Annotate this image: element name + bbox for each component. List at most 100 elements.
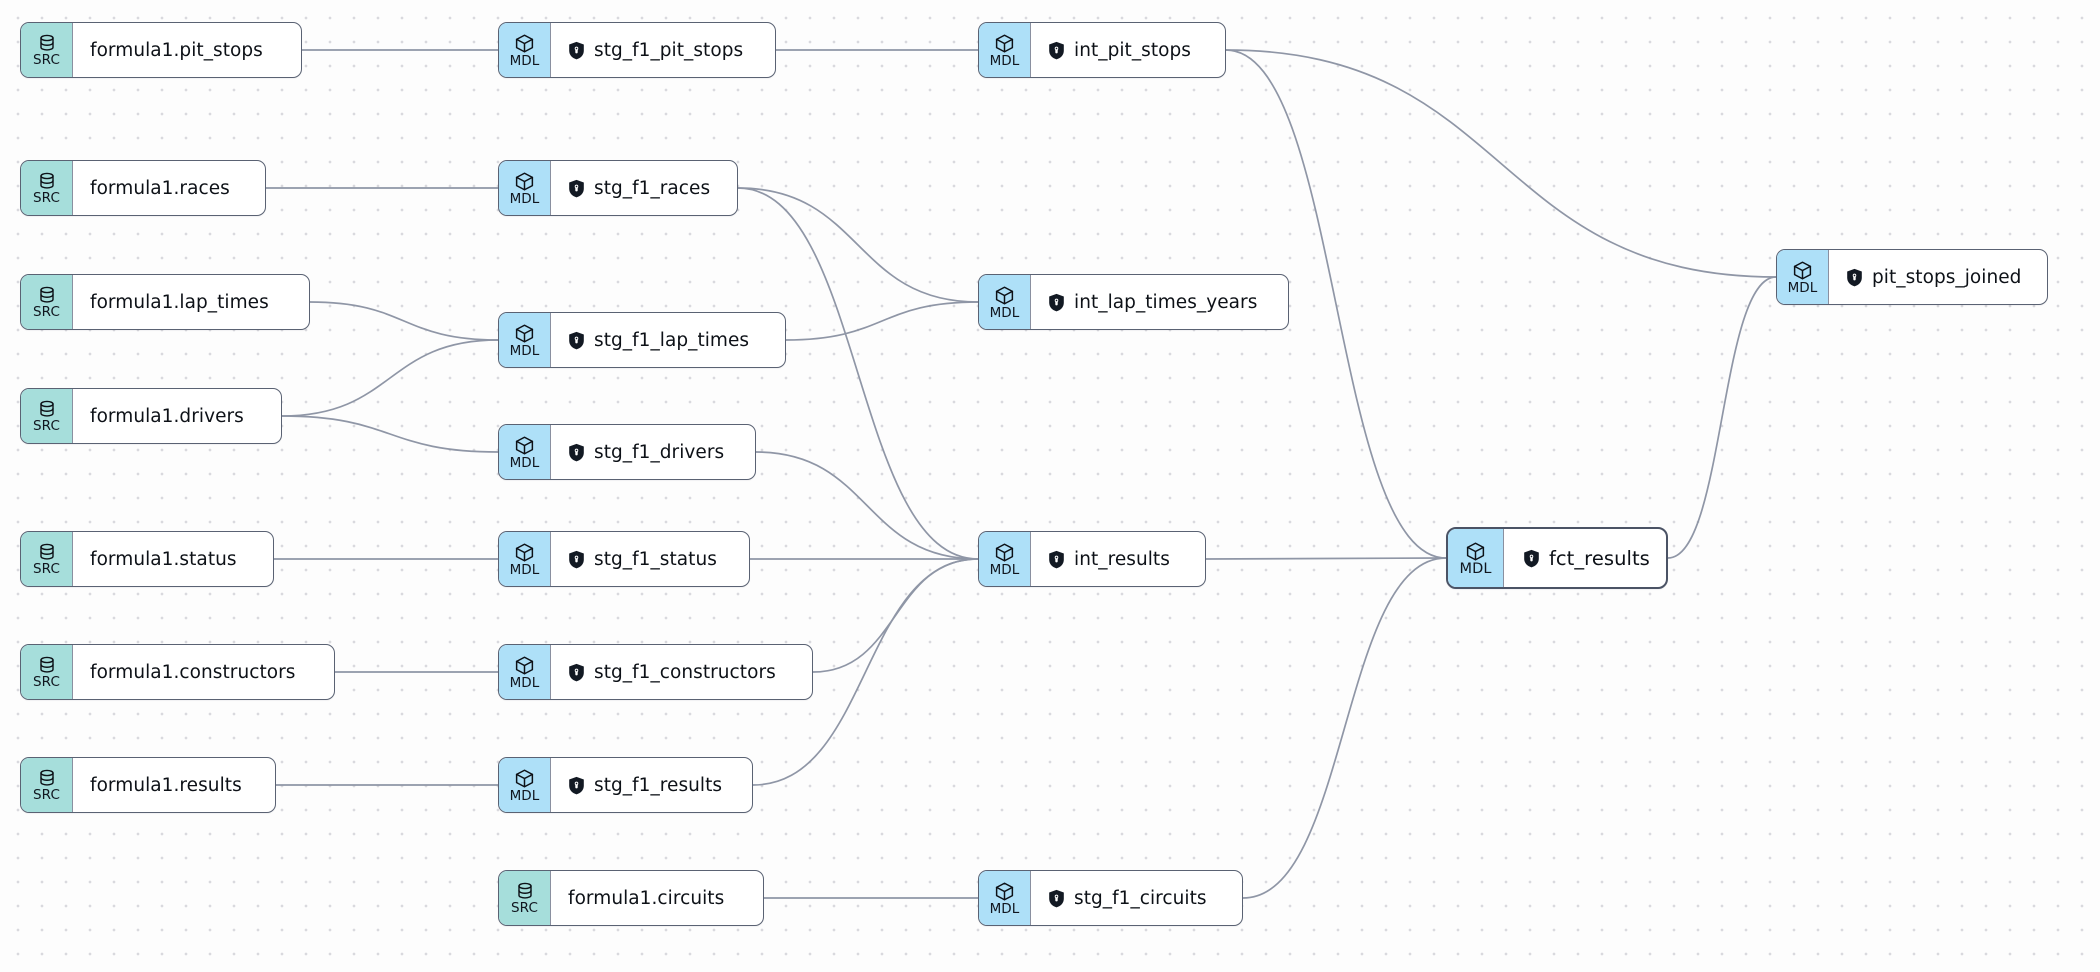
node-body: formula1.pit_stops [73,23,301,77]
cube-icon [994,881,1015,902]
graph-node-src_pit_stops[interactable]: SRC formula1.pit_stops [20,22,302,78]
node-body: pit_stops_joined [1829,250,2047,304]
badge-label: MDL [989,561,1020,578]
cube-icon [994,285,1015,306]
database-icon [515,881,535,901]
node-body: formula1.circuits [551,871,763,925]
graph-node-pit_stops_joined[interactable]: MDL pit_stops_joined [1776,249,2048,305]
shield-lock-icon [1048,550,1065,569]
mdl-badge: MDL [499,645,551,699]
src-badge: SRC [21,645,73,699]
edge-stg_constructors-to-int_results [812,558,979,673]
node-body: stg_f1_races [551,161,737,215]
src-badge: SRC [21,758,73,812]
badge-label: SRC [32,674,60,690]
shield-lock-icon [1048,41,1065,60]
src-badge: SRC [499,871,551,925]
src-badge: SRC [21,161,73,215]
shield-lock-icon [568,663,585,682]
badge-label: MDL [509,561,540,578]
node-label: formula1.races [90,177,230,199]
cube-icon [994,33,1015,54]
database-icon [37,768,57,788]
src-badge: SRC [21,275,73,329]
badge-label: MDL [989,900,1020,917]
mdl-badge: MDL [499,161,551,215]
edge-stg_drivers-to-int_results [755,451,979,560]
node-body: stg_f1_results [551,758,752,812]
mdl-badge: MDL [499,313,551,367]
cube-icon [994,542,1015,563]
cube-icon [514,542,535,563]
mdl-badge: MDL [979,871,1031,925]
node-label: stg_f1_lap_times [594,329,750,351]
badge-label: MDL [509,190,540,207]
cube-icon [514,323,535,344]
mdl-badge: MDL [499,23,551,77]
edge-src_drivers-to-stg_lap_times [281,339,499,417]
badge-label: MDL [989,304,1020,321]
shield-lock-icon [1048,293,1065,312]
mdl-badge: MDL [499,532,551,586]
node-label: formula1.pit_stops [90,39,263,61]
mdl-badge: MDL [499,425,551,479]
node-body: formula1.races [73,161,265,215]
edge-src_drivers-to-stg_drivers [281,415,499,453]
badge-label: MDL [509,342,540,359]
node-label: int_lap_times_years [1074,291,1258,313]
edge-src_lap_times-to-stg_lap_times [309,301,499,341]
cube-icon [1465,541,1486,562]
node-body: formula1.constructors [73,645,334,699]
badge-label: MDL [989,52,1020,69]
node-body: formula1.drivers [73,389,281,443]
node-label: int_pit_stops [1074,39,1191,61]
mdl-badge: MDL [1777,250,1829,304]
cube-icon [1792,260,1813,281]
graph-node-stg_drivers[interactable]: MDL stg_f1_drivers [498,424,756,480]
badge-label: MDL [1787,279,1818,296]
node-body: fct_results [1504,529,1666,587]
node-body: stg_f1_constructors [551,645,812,699]
badge-label: SRC [32,52,60,68]
mdl-badge: MDL [1448,529,1504,587]
graph-node-stg_status[interactable]: MDL stg_f1_status [498,531,750,587]
graph-node-int_lap_times_years[interactable]: MDL int_lap_times_years [978,274,1289,330]
cube-icon [514,768,535,789]
mdl-badge: MDL [979,275,1031,329]
graph-node-stg_lap_times[interactable]: MDL stg_f1_lap_times [498,312,786,368]
graph-node-int_results[interactable]: MDL int_results [978,531,1206,587]
shield-lock-icon [568,331,585,350]
graph-node-stg_races[interactable]: MDL stg_f1_races [498,160,738,216]
node-label: stg_f1_races [594,177,711,199]
node-body: stg_f1_status [551,532,749,586]
graph-node-int_pit_stops[interactable]: MDL int_pit_stops [978,22,1226,78]
cube-icon [514,171,535,192]
database-icon [37,542,57,562]
node-body: stg_f1_pit_stops [551,23,775,77]
graph-node-src_constructors[interactable]: SRC formula1.constructors [20,644,335,700]
graph-node-stg_circuits[interactable]: MDL stg_f1_circuits [978,870,1243,926]
node-label: pit_stops_joined [1872,266,2022,288]
graph-node-src_races[interactable]: SRC formula1.races [20,160,266,216]
node-label: stg_f1_circuits [1074,887,1207,909]
edge-int_results-to-fct_results [1205,557,1447,560]
mdl-badge: MDL [499,758,551,812]
shield-lock-icon [568,443,585,462]
shield-lock-icon [568,179,585,198]
node-label: int_results [1074,548,1170,570]
src-badge: SRC [21,23,73,77]
node-label: stg_f1_drivers [594,441,725,463]
edge-stg_races-to-int_lap_times_years [737,187,979,303]
shield-lock-icon [568,41,585,60]
